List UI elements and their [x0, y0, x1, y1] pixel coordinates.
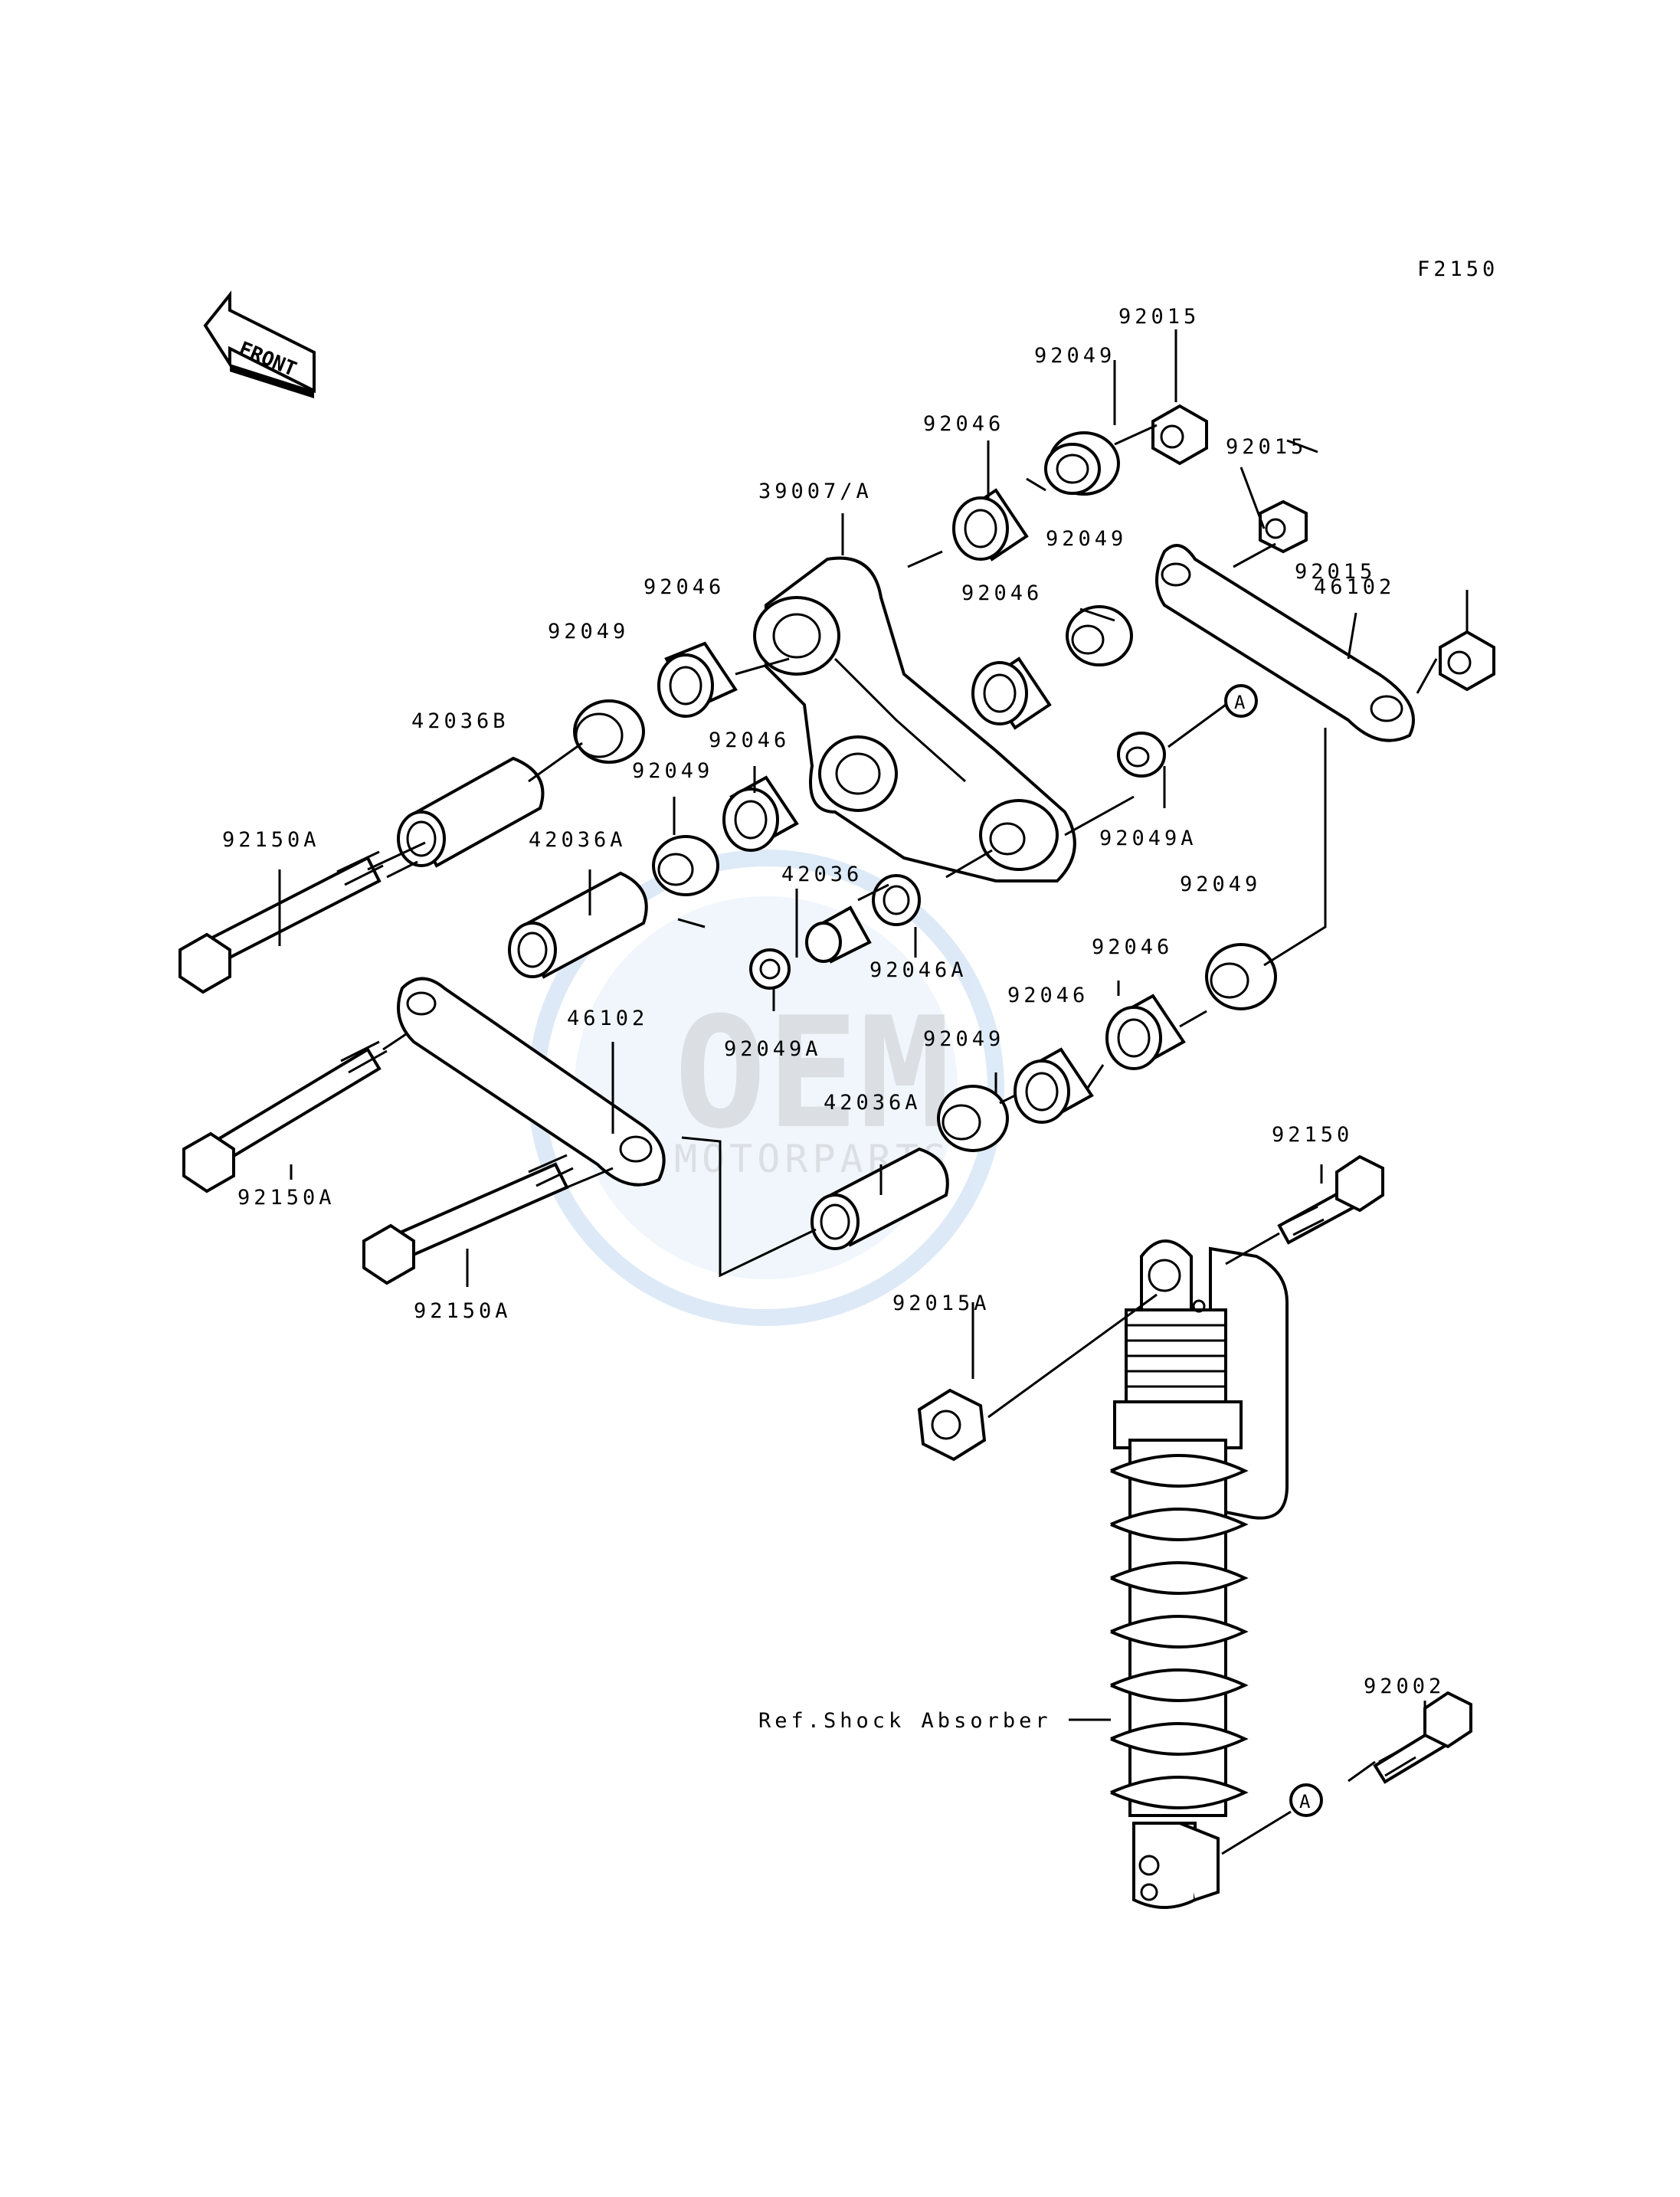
label-92150A-1: 92150A [222, 828, 320, 852]
label-92049-l1: 92049 [548, 620, 629, 643]
collar-92049-r1 [1066, 605, 1133, 666]
bearing-92046-l1 [657, 641, 738, 718]
bolt-92150A-1 [178, 850, 384, 994]
label-42036: 42036 [781, 863, 863, 886]
washer-92049A-l [749, 948, 791, 990]
label-92046-r2: 92046 [1092, 935, 1173, 959]
label-39007A: 39007/A [758, 480, 873, 503]
label-92002: 92002 [1364, 1675, 1445, 1698]
label-92046-l2: 92046 [709, 729, 790, 752]
tube-42036A-1 [508, 871, 648, 979]
collar-92049-r3 [937, 1085, 1009, 1152]
label-92015-mid: 92015 [1226, 435, 1307, 459]
bearing-92046-top [952, 488, 1029, 562]
label-92046A: 92046A [869, 958, 968, 982]
label-46102-left: 46102 [567, 1007, 648, 1030]
nut-92015-top [1151, 404, 1208, 466]
bearing-92046-l2 [722, 775, 799, 852]
label-42036A-2: 42036A [824, 1091, 922, 1115]
figure-code: F2150 [1417, 257, 1498, 281]
label-42036B: 42036B [411, 709, 509, 733]
label-92049A-r: 92049A [1099, 827, 1197, 850]
leader-lines [278, 329, 1469, 1855]
collar-92049-r2 [1205, 943, 1277, 1010]
label-92049-top: 92049 [1034, 344, 1115, 368]
collar-92049-l2 [652, 835, 719, 896]
collar-92049-l1 [573, 699, 645, 764]
front-arrow-icon: FRONT [203, 290, 316, 398]
label-92150: 92150 [1272, 1123, 1353, 1147]
shock-absorber [1110, 1239, 1289, 1909]
callout-a-bottom: A [1289, 1783, 1323, 1817]
bearing-92046-r2 [1105, 994, 1186, 1070]
tube-42036B [397, 756, 545, 868]
bolt-92150 [1277, 1154, 1384, 1245]
watermark: OEM MOTORPARTS [528, 850, 1004, 1326]
label-92015-right: 92015 [1295, 560, 1376, 584]
nut-92015-mid [1259, 499, 1308, 554]
ref-shock-label: Ref.Shock Absorber [758, 1709, 1052, 1733]
label-92049-r1: 92049 [1046, 527, 1127, 551]
washer-92049A-r [1117, 732, 1166, 778]
label-92046-r1: 92046 [961, 581, 1043, 605]
tube-42036 [805, 905, 872, 964]
label-92046-r3: 92046 [1007, 984, 1089, 1007]
label-92015A: 92015A [892, 1292, 991, 1315]
bearing-92046A [872, 874, 921, 926]
label-92046-l1: 92046 [644, 575, 725, 599]
label-92015-top: 92015 [1118, 305, 1200, 329]
bearing-92046-r3 [1014, 1047, 1094, 1124]
nut-92015-right [1439, 630, 1495, 692]
label-92049-r3: 92049 [923, 1027, 1004, 1051]
label-92046-top: 92046 [923, 412, 1004, 436]
part-labels: 92015 92049 92046 92015 39007/A 92049 92… [222, 305, 1445, 1733]
bolt-92002 [1373, 1691, 1472, 1784]
link-46102-right [1155, 544, 1415, 742]
label-92150A-2: 92150A [237, 1186, 336, 1210]
link-46102-left [397, 977, 666, 1187]
bolt-92150A-2 [182, 1040, 388, 1193]
watermark-brand: OEM [674, 984, 951, 1163]
callout-a-top: A [1224, 684, 1258, 718]
label-92150A-3: 92150A [414, 1299, 512, 1323]
tube-42036A-2 [811, 1147, 949, 1250]
label-92049-l2: 92049 [632, 759, 713, 783]
bearing-92046-r1 [971, 656, 1052, 730]
label-92049-r2: 92049 [1180, 873, 1261, 896]
label-46102-right-visible: 46102 [1314, 575, 1395, 599]
label-92049A-l: 92049A [724, 1037, 822, 1061]
collar-92049-top [1044, 431, 1120, 496]
callout-a-bottom-text: A [1299, 1791, 1311, 1812]
label-42036A-1: 42036A [529, 828, 627, 852]
nut-92015A [917, 1388, 987, 1462]
callout-a-top-text: A [1234, 692, 1246, 713]
rocker-arm-39007 [753, 556, 1076, 882]
